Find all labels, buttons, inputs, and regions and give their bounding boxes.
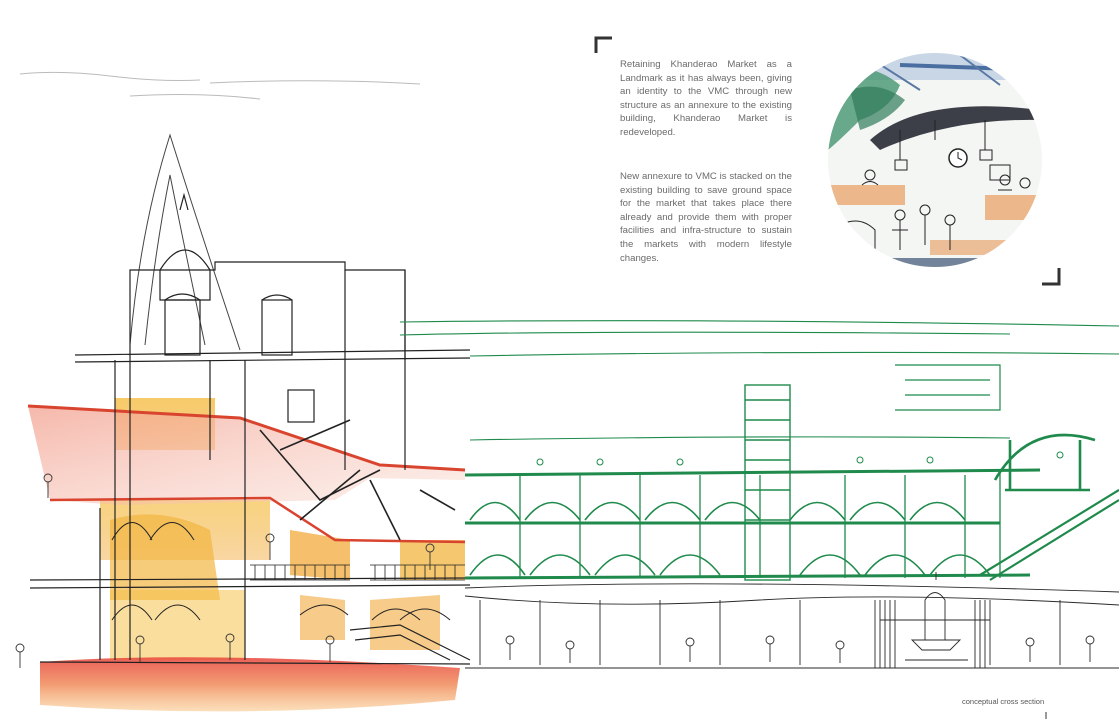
drawing-caption: conceptual cross section: [962, 697, 1045, 706]
sketch-strokes-top: [19, 71, 421, 100]
description-paragraph-2: New annexure to VMC is stacked on the ex…: [620, 171, 792, 264]
corner-bracket-top-left: [594, 36, 612, 53]
description-paragraph-1: Retaining Khanderao Market as a Landmark…: [620, 59, 792, 138]
interior-vignette: [828, 53, 1042, 267]
annexure-structure: [399, 320, 1119, 581]
heritage-building: [15, 133, 471, 712]
corner-bracket-bottom-right: [1042, 268, 1061, 286]
ground-market: [464, 572, 1119, 669]
